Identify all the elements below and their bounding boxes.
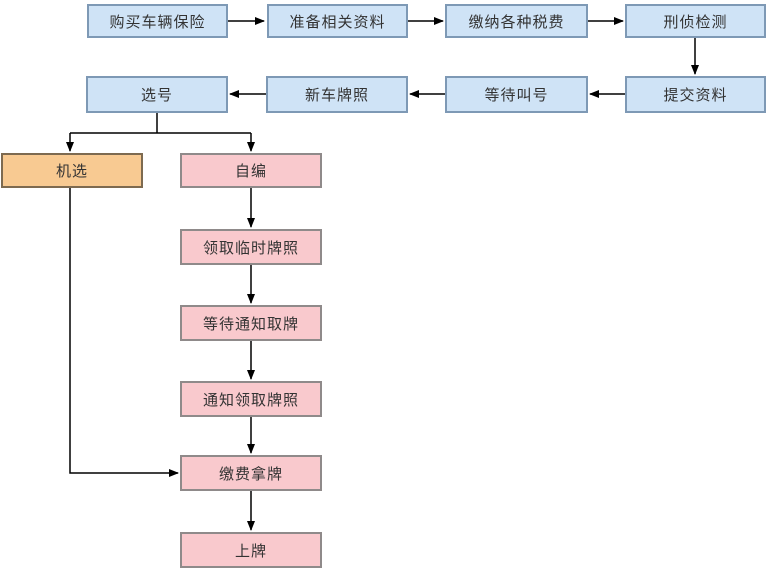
node-mount-plate: 上牌	[180, 532, 322, 568]
node-pay-taxes: 缴纳各种税费	[445, 4, 588, 38]
node-prepare-materials: 准备相关资料	[267, 4, 408, 38]
node-buy-insurance: 购买车辆保险	[87, 4, 228, 38]
connector-choose-number-branch-trunk	[70, 113, 251, 134]
node-new-car-plate: 新车牌照	[266, 76, 408, 113]
node-temporary-plate: 领取临时牌照	[180, 229, 322, 265]
node-pay-fee-get-plate: 缴费拿牌	[180, 455, 322, 491]
node-choose-number: 选号	[86, 76, 228, 113]
node-random-selection: 机选	[1, 153, 143, 188]
node-notice-collect-plate: 通知领取牌照	[180, 381, 322, 417]
node-criminal-inspection: 刑侦检测	[625, 4, 766, 38]
node-self-composed: 自编	[180, 153, 322, 188]
node-submit-materials: 提交资料	[625, 76, 766, 113]
node-wait-notice: 等待通知取牌	[180, 305, 322, 341]
node-wait-call-number: 等待叫号	[445, 76, 588, 113]
connector-random-selection-to-pay-fee	[69, 188, 179, 477]
